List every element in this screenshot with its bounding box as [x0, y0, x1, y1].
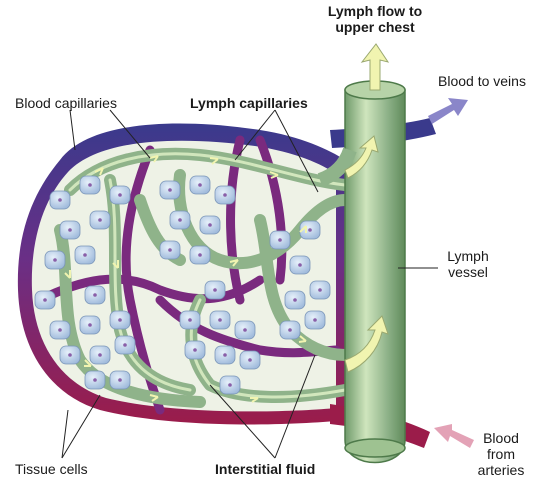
cell-nucleus: [58, 198, 62, 202]
cell-nucleus: [193, 348, 197, 352]
cell-nucleus: [288, 328, 292, 332]
cell-nucleus: [218, 318, 222, 322]
blood-from-arteries-label: Blood from arteries: [470, 430, 532, 478]
cell-nucleus: [308, 228, 312, 232]
cell-nucleus: [93, 293, 97, 297]
cell-nucleus: [213, 288, 217, 292]
cell-nucleus: [68, 228, 72, 232]
cell-nucleus: [168, 248, 172, 252]
cell-nucleus: [298, 263, 302, 267]
blood-from-arteries-line1: Blood: [483, 430, 519, 446]
lymph-flow-label-line2: upper chest: [335, 19, 415, 35]
cell-nucleus: [53, 258, 57, 262]
lymph-flow-label: Lymph flow to upper chest: [315, 3, 435, 35]
lymph-vessel-label: Lymph vessel: [438, 248, 498, 280]
blood-from-arteries-line3: arteries: [477, 462, 525, 478]
cell-nucleus: [93, 378, 97, 382]
blood-capillaries-label: Blood capillaries: [15, 95, 117, 111]
cell-nucleus: [278, 238, 282, 242]
cell-nucleus: [118, 378, 122, 382]
tissue-cells-group: [34, 175, 331, 395]
cell-nucleus: [178, 218, 182, 222]
lymph-flow-label-line1: Lymph flow to: [327, 3, 423, 19]
vessel-flow-arrows: [344, 43, 390, 373]
cell-nucleus: [58, 328, 62, 332]
cell-nucleus: [243, 328, 247, 332]
cell-nucleus: [88, 323, 92, 327]
blood-to-veins-arrow: [428, 98, 468, 124]
cell-nucleus: [198, 253, 202, 257]
lymph-vessel-label-line1: Lymph: [447, 248, 489, 264]
cell-nucleus: [88, 183, 92, 187]
cell-nucleus: [118, 318, 122, 322]
lymph-capillaries-label: Lymph capillaries: [190, 95, 308, 111]
cell-nucleus: [68, 353, 72, 357]
cell-nucleus: [43, 298, 47, 302]
cell-nucleus: [83, 253, 87, 257]
cell-nucleus: [123, 343, 127, 347]
cell-nucleus: [98, 218, 102, 222]
flow-arrows: [64, 155, 307, 403]
tissue-cells-label: Tissue cells: [15, 461, 88, 477]
cell-nucleus: [293, 298, 297, 302]
cell-nucleus: [188, 318, 192, 322]
cell-nucleus: [118, 193, 122, 197]
interstitial-fluid-label: Interstitial fluid: [215, 461, 316, 477]
cell-nucleus: [168, 188, 172, 192]
cell-nucleus: [223, 193, 227, 197]
cell-nucleus: [208, 223, 212, 227]
cell-nucleus: [98, 353, 102, 357]
lymph-vessel-label-line2: vessel: [448, 264, 488, 280]
cell-nucleus: [313, 318, 317, 322]
cell-nucleus: [248, 358, 252, 362]
leader-lines: [61, 109, 438, 459]
cell-nucleus: [228, 383, 232, 387]
blood-to-veins-label: Blood to veins: [438, 73, 526, 89]
cell-nucleus: [318, 288, 322, 292]
blood-from-arteries-line2: from: [487, 446, 515, 462]
cell-nucleus: [223, 353, 227, 357]
blood-from-arteries-arrow: [434, 424, 474, 448]
cell-nucleus: [198, 183, 202, 187]
